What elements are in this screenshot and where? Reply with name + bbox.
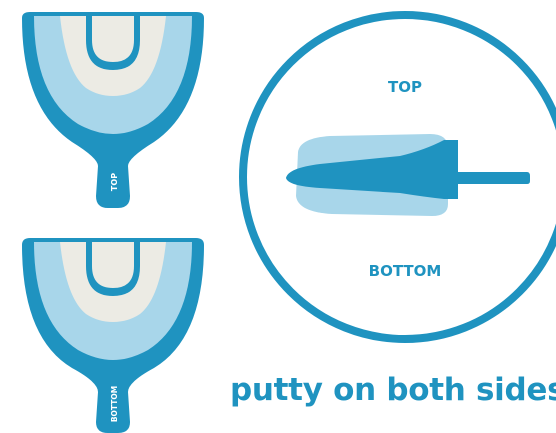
caption: putty on both sides: [230, 372, 556, 408]
cross-section-top-label: TOP: [388, 78, 422, 96]
cross-section: TOP BOTTOM: [243, 15, 556, 339]
tray-top-handle-label: TOP: [110, 173, 119, 191]
tray-bottom: BOTTOM: [22, 238, 204, 433]
tray-top: TOP: [22, 12, 204, 208]
cross-section-bottom-label: BOTTOM: [369, 262, 442, 280]
tray-bottom-handle-label: BOTTOM: [110, 386, 119, 422]
